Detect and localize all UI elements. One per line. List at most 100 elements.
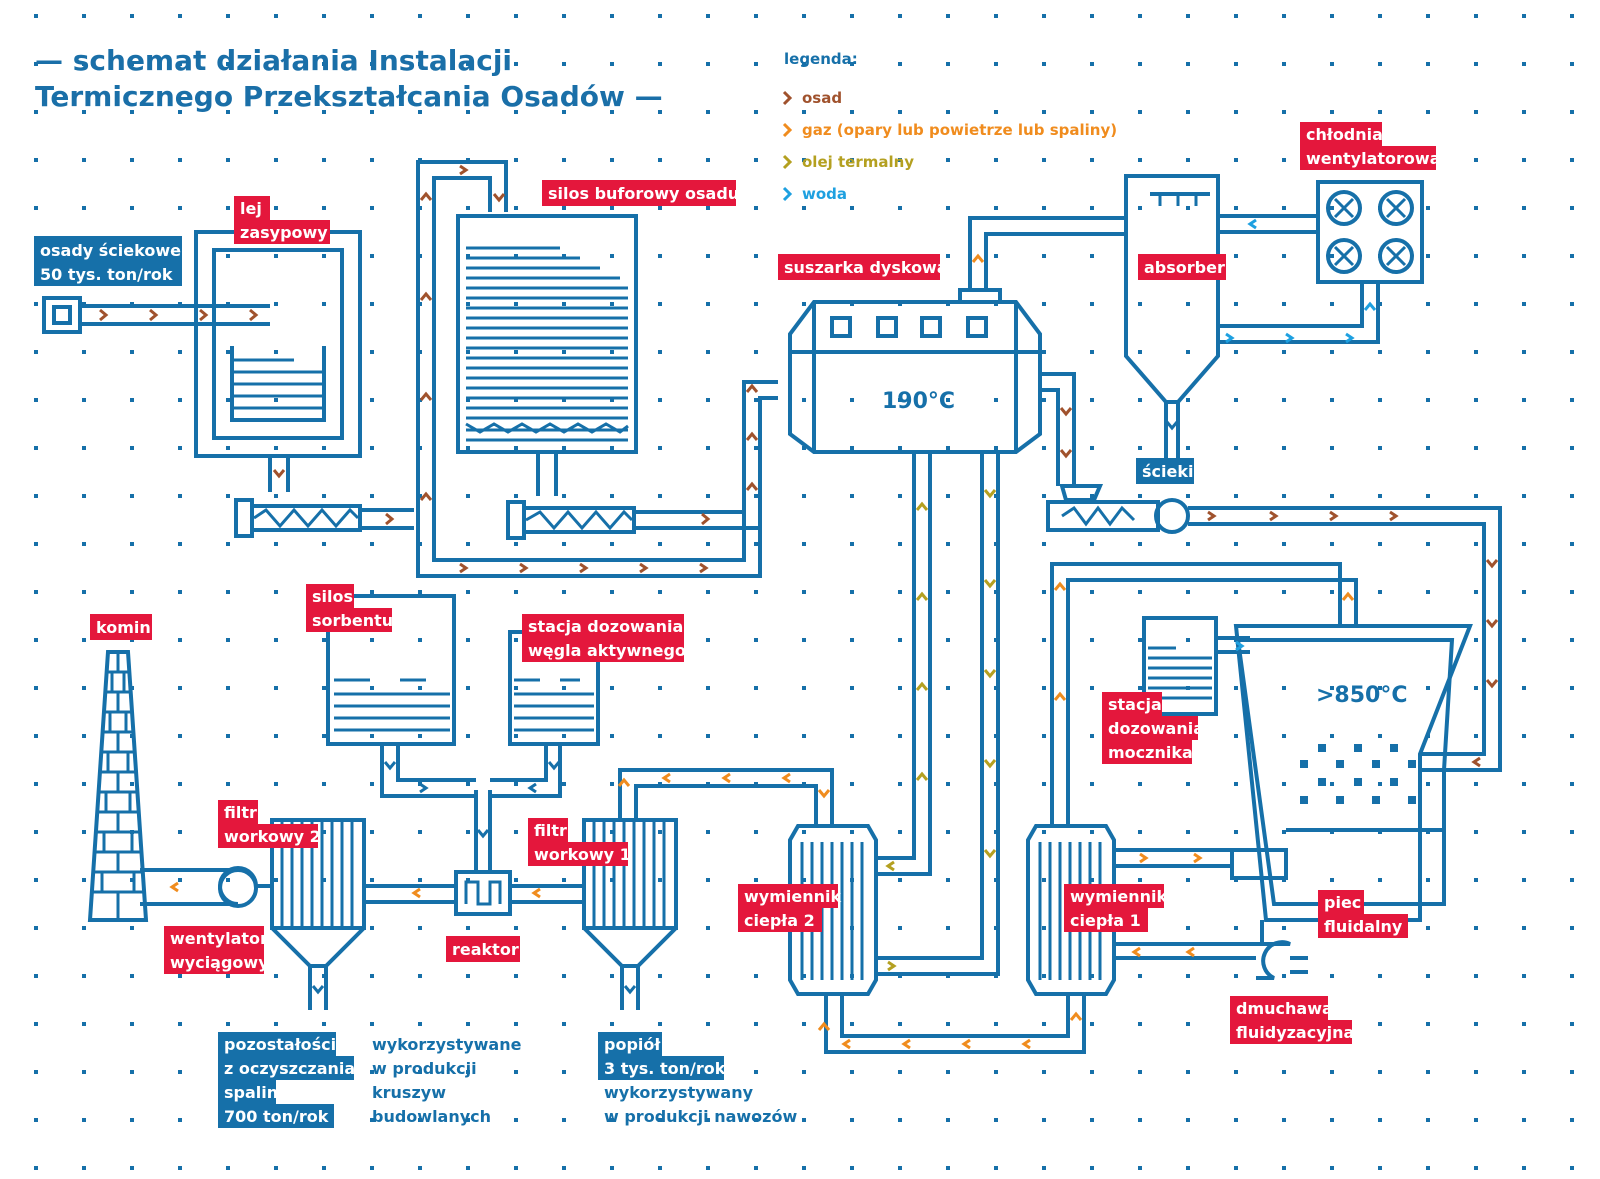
label-text: dmuchawa xyxy=(1236,999,1333,1018)
exchanger-link-bottom xyxy=(824,994,1086,1054)
label-text: workowy 2 xyxy=(224,827,321,846)
label-text: ciepła 2 xyxy=(744,911,815,930)
sludge-loop-pipe xyxy=(416,160,778,578)
label-text: silos buforowy osadu xyxy=(548,184,739,203)
bag-filter-1 xyxy=(582,818,678,1010)
label-dmuchawa: dmuchawa fluidyzacyjna xyxy=(1230,996,1354,1044)
label-wentylator: wentylator wyciągowy xyxy=(164,926,269,974)
label-text: stacja dozowania xyxy=(528,617,683,636)
label-text: stacja xyxy=(1108,695,1162,714)
note-text: budowlanych xyxy=(372,1107,491,1126)
label-text: absorber xyxy=(1144,258,1225,277)
label-text: 700 ton/rok xyxy=(224,1107,329,1126)
label-scieki: ścieki xyxy=(1136,458,1194,484)
label-silos-buforowy: silos buforowy osadu xyxy=(542,180,739,206)
label-text: filtr xyxy=(224,803,257,822)
note-popiol: wykorzystywany w produkcji nawozów xyxy=(604,1083,797,1126)
chevron-icon xyxy=(782,186,793,202)
label-text: 50 tys. ton/rok xyxy=(40,265,173,284)
label-lej-zasypowy: lej zasypowy xyxy=(234,196,330,244)
legend: legenda: osad gaz (opary lub powietrze l… xyxy=(782,50,1117,203)
label-text: dozowania xyxy=(1108,719,1204,738)
label-silos-sorbentu: silos sorbentu xyxy=(306,584,393,632)
legend-heading: legenda: xyxy=(784,50,858,68)
legend-item-olej: olej termalny xyxy=(782,153,914,171)
label-reaktor: reaktor xyxy=(446,936,520,962)
exchanger-link-top xyxy=(618,768,834,826)
legend-label: osad xyxy=(802,89,842,107)
dryer-temperature: 190°C xyxy=(882,389,955,414)
label-text: zasypowy xyxy=(240,223,328,242)
label-text: wymiennik xyxy=(744,887,841,906)
vapor-pipe xyxy=(968,216,1126,290)
furnace-temperature: >850°C xyxy=(1316,683,1408,708)
chevron-icon xyxy=(782,122,793,138)
legend-label: gaz (opary lub powietrze lub spaliny) xyxy=(802,121,1117,139)
screw-conveyor-2 xyxy=(506,500,760,540)
legend-item-woda: woda xyxy=(782,185,847,203)
label-text: piec xyxy=(1324,893,1361,912)
legend-item-gaz: gaz (opary lub powietrze lub spaliny) xyxy=(782,121,1117,139)
label-text: węgla aktywnego xyxy=(528,641,686,660)
flow-arrows xyxy=(99,164,1499,1050)
note-text: wykorzystywane xyxy=(372,1035,522,1054)
label-text: mocznika xyxy=(1108,743,1193,762)
chimney xyxy=(87,650,149,922)
note-text: wykorzystywany xyxy=(604,1083,754,1102)
label-text: ścieki xyxy=(1142,462,1193,481)
label-osady: osady ściekowe 50 tys. ton/rok xyxy=(34,236,182,286)
label-text: wentylatorowa xyxy=(1306,149,1440,168)
label-wymiennik-2: wymiennik ciepła 2 xyxy=(738,884,841,932)
label-text: popiół xyxy=(604,1035,661,1054)
legend-item-osad: osad xyxy=(782,89,842,107)
label-suszarka: suszarka dyskowa xyxy=(778,254,948,280)
disc-dryer: 190°C xyxy=(788,288,1042,454)
urea-dosing-station xyxy=(1142,616,1250,716)
label-wymiennik-1: wymiennik ciepła 1 xyxy=(1064,884,1167,932)
label-stacja-wegla: stacja dozowania węgla aktywnego xyxy=(522,614,686,662)
thermal-oil-loop xyxy=(876,452,1000,976)
fan-icon xyxy=(1326,190,1414,274)
label-stacja-mocznika: stacja dozowania mocznika xyxy=(1102,692,1204,764)
sorbent-silo xyxy=(326,594,476,798)
feed-hopper xyxy=(194,230,362,492)
sludge-inlet xyxy=(42,296,270,334)
legend-label: woda xyxy=(802,185,847,203)
title-line-1: — schemat działania Instalacji xyxy=(35,44,512,77)
reactor xyxy=(366,790,584,916)
note-pozostalosci: wykorzystywane w produkcji kruszyw budow… xyxy=(372,1035,522,1126)
chevron-icon xyxy=(782,154,793,170)
chevron-icon xyxy=(782,90,793,106)
screw-conveyor-1 xyxy=(234,498,414,538)
exhaust-fan xyxy=(140,866,272,908)
label-text: fluidyzacyjna xyxy=(1236,1023,1354,1042)
label-text: filtr xyxy=(534,821,567,840)
label-piec: piec fluidalny xyxy=(1318,890,1408,938)
absorber-column xyxy=(1124,174,1220,460)
fluidization-blower xyxy=(1256,920,1308,980)
label-absorber: absorber xyxy=(1138,254,1226,280)
label-chlodnia: chłodnia wentylatorowa xyxy=(1300,122,1440,170)
legend-label: olej termalny xyxy=(802,153,914,171)
label-filtr-workowy-2: filtr workowy 2 xyxy=(218,800,321,848)
fluidized-furnace: >850°C xyxy=(1230,624,1473,922)
label-text: workowy 1 xyxy=(534,845,631,864)
label-text: z oczyszczania xyxy=(224,1059,355,1078)
label-popiol: popiół 3 tys. ton/rok xyxy=(598,1032,726,1080)
label-text: sorbentu xyxy=(312,611,393,630)
buffer-silo xyxy=(456,214,638,496)
label-text: 3 tys. ton/rok xyxy=(604,1059,726,1078)
label-text: lej xyxy=(240,199,262,218)
note-text: w produkcji nawozów xyxy=(604,1107,797,1126)
label-text: ciepła 1 xyxy=(1070,911,1141,930)
fluid-particles xyxy=(1300,744,1416,804)
label-filtr-workowy-1: filtr workowy 1 xyxy=(528,818,631,866)
label-pozostalosci: pozostałości z oczyszczania spalin 700 t… xyxy=(218,1032,355,1128)
title-line-2: Termicznego Przekształcania Osadów — xyxy=(35,80,663,113)
label-text: osady ściekowe xyxy=(40,241,181,260)
flue-gas-pipe-1 xyxy=(1050,562,1358,824)
label-text: wymiennik xyxy=(1070,887,1167,906)
furnace-feeder xyxy=(1046,498,1502,772)
label-text: wentylator xyxy=(170,929,268,948)
